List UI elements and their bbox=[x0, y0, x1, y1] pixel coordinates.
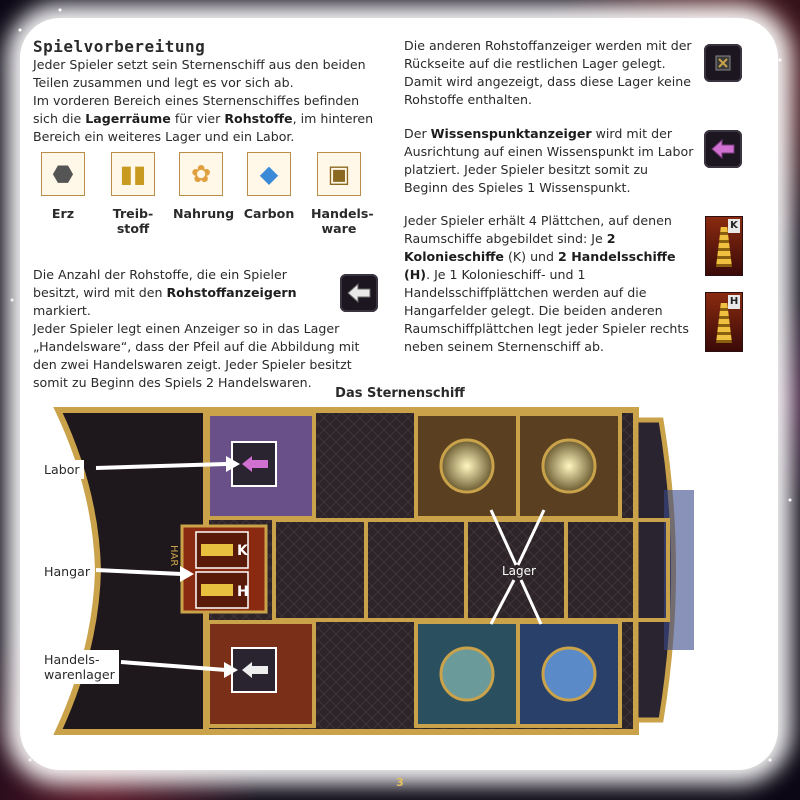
knowledge-indicator-icon bbox=[704, 130, 742, 168]
food-icon: ✿ bbox=[179, 152, 223, 196]
resource-list: ⬣ Erz ▮▮ Treib- stoff ✿ Nahrung ◆ Carbon ▣ Handel… bbox=[35, 152, 374, 242]
page-heading: Spielvorbereitung bbox=[33, 37, 206, 56]
intro-paragraph-2: Im vorderen Bereich eines Sternenschiffe… bbox=[33, 93, 374, 144]
resource-item: ▣ Handels- ware bbox=[311, 152, 374, 236]
label-labor: Labor bbox=[40, 460, 84, 479]
hangar-slot-k: K bbox=[237, 543, 249, 559]
resource-label: Nahrung bbox=[173, 206, 235, 221]
resource-item: ▮▮ Treib- stoff bbox=[105, 152, 161, 236]
right-text-1: Die anderen Rohstoffanzeiger werden mit … bbox=[404, 38, 692, 107]
label-handelswarenlager: Handels- warenlager bbox=[40, 650, 119, 684]
trade-ship-tile: H bbox=[705, 292, 743, 352]
indicator-paragraph: Die Anzahl der Rohstoffe, die ein Spiele… bbox=[33, 267, 297, 318]
hangar-slot-h: H bbox=[237, 584, 249, 600]
indicator-back-icon bbox=[704, 44, 742, 82]
label-hangar: Hangar bbox=[40, 562, 95, 581]
hangar-side-text: HAR bbox=[168, 545, 179, 566]
trade-goods-paragraph: Jeder Spieler legt einen Anzeiger so in … bbox=[33, 321, 360, 390]
ship-title: Das Sternenschiff bbox=[335, 386, 465, 401]
label-lager: Lager bbox=[502, 564, 536, 578]
carbon-icon: ◆ bbox=[247, 152, 291, 196]
resource-label: Handels- ware bbox=[311, 206, 374, 236]
intro-paragraph-1: Jeder Spieler setzt sein Sternenschiff a… bbox=[33, 57, 366, 90]
right-text-2: Der Wissenspunktanzeiger wird mit der Au… bbox=[404, 126, 694, 195]
fuel-icon: ▮▮ bbox=[111, 152, 155, 196]
resource-label: Erz bbox=[51, 206, 75, 221]
resource-item: ◆ Carbon bbox=[241, 152, 297, 221]
resource-label: Treib- stoff bbox=[112, 206, 154, 236]
intro-text: Jeder Spieler setzt sein Sternenschiff a… bbox=[33, 56, 378, 146]
indicator-text: Die Anzahl der Rohstoffe, die ein Spiele… bbox=[33, 266, 378, 392]
resource-item: ⬣ Erz bbox=[35, 152, 91, 221]
right-text-3: Jeder Spieler erhält 4 Plättchen, auf de… bbox=[404, 213, 689, 354]
resource-label: Carbon bbox=[243, 206, 295, 221]
starship-board: K H HAR Lager bbox=[53, 407, 694, 735]
colony-ship-tile: K bbox=[705, 216, 743, 276]
resource-item: ✿ Nahrung bbox=[173, 152, 235, 221]
page-number: 3 bbox=[396, 776, 404, 789]
ore-icon: ⬣ bbox=[41, 152, 85, 196]
resource-indicator-icon bbox=[340, 274, 378, 312]
trade-goods-icon: ▣ bbox=[317, 152, 361, 196]
